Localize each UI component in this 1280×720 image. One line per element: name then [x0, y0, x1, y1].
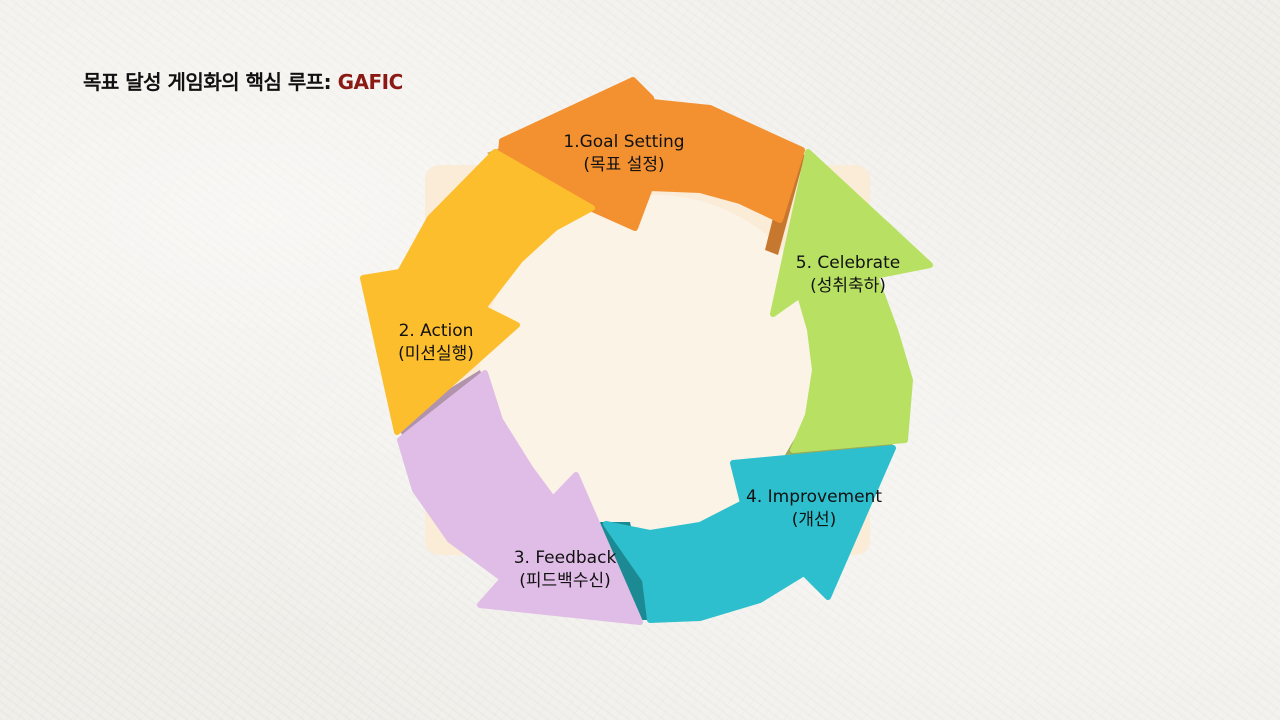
center-disc: [480, 195, 830, 545]
page-title: 목표 달성 게임화의 핵심 루프: GAFIC: [83, 66, 403, 95]
celebrate-sublabel: (성취축하): [810, 276, 886, 296]
title-accent: GAFIC: [337, 70, 404, 94]
title-prefix: 목표 달성 게임화의 핵심 루프:: [83, 70, 338, 94]
improvement-label: 4. Improvement: [746, 487, 882, 507]
action-label: 2. Action: [399, 321, 474, 341]
goal-setting-label: 1.Goal Setting: [563, 132, 684, 152]
goal-setting-segment: [498, 77, 805, 231]
celebrate-segment: [770, 149, 933, 453]
celebrate-label: 5. Celebrate: [796, 253, 900, 273]
action-segment: [360, 149, 595, 435]
feedback-label: 3. Feedback: [514, 548, 617, 568]
action-sublabel: (미션실행): [398, 344, 474, 364]
feedback-shadow: [600, 522, 652, 620]
goal-setting-sublabel: (목표 설정): [583, 155, 664, 175]
improvement-segment: [603, 445, 896, 623]
feedback-sublabel: (피드백수신): [519, 571, 610, 591]
improvement-sublabel: (개선): [792, 510, 837, 530]
feedback-segment: [397, 370, 643, 625]
